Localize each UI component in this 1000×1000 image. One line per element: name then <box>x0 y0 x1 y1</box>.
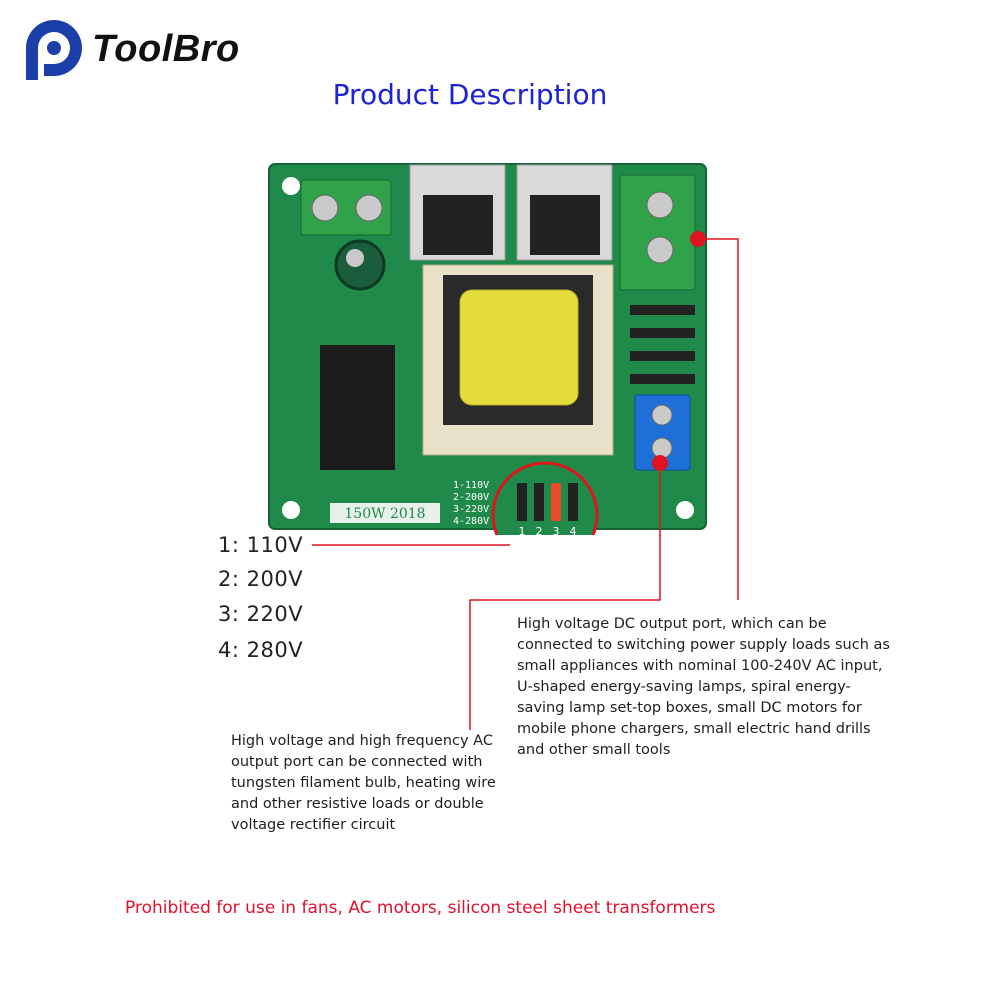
dc-leader-line <box>706 238 739 600</box>
voltage-option-4: 4: 280V <box>218 638 304 662</box>
dc-output-description: High voltage DC output port, which can b… <box>517 616 890 758</box>
ic-chip <box>320 345 395 470</box>
voltage-option-2: 2: 200V <box>218 567 304 591</box>
jumper-legend-1: 1-110V <box>453 480 489 491</box>
jumper-legend-2: 2-200V <box>453 492 489 503</box>
dc-output-marker <box>690 231 706 247</box>
toolbro-logo <box>26 20 82 80</box>
jumper-legend-4: 4-280V <box>453 516 489 527</box>
silkscreen-model: 150W 2018 <box>344 506 425 522</box>
jumper-pin-1: 1 <box>519 525 526 535</box>
ac-output-description: High voltage and high frequency AC outpu… <box>231 733 496 833</box>
logo-mark-icon <box>26 20 82 80</box>
jumper-legend-3: 3-220V <box>453 504 489 515</box>
ac-output-marker <box>652 455 668 471</box>
brand-name: ToolBro <box>92 28 240 70</box>
jumper-pin-2: 2 <box>536 525 543 535</box>
voltage-option-3: 3: 220V <box>218 602 304 626</box>
inverter-board-image: 150W 2018 1-110V 2-200V 3-220V 4-280V 1 … <box>268 163 707 535</box>
page-title: Product Description <box>332 78 608 111</box>
voltage-option-1: 1: 110V <box>218 533 304 557</box>
jumper-pin-3: 3 <box>553 525 560 535</box>
jumper-pin-4: 4 <box>570 525 577 535</box>
warning-text: Prohibited for use in fans, AC motors, s… <box>125 898 716 918</box>
